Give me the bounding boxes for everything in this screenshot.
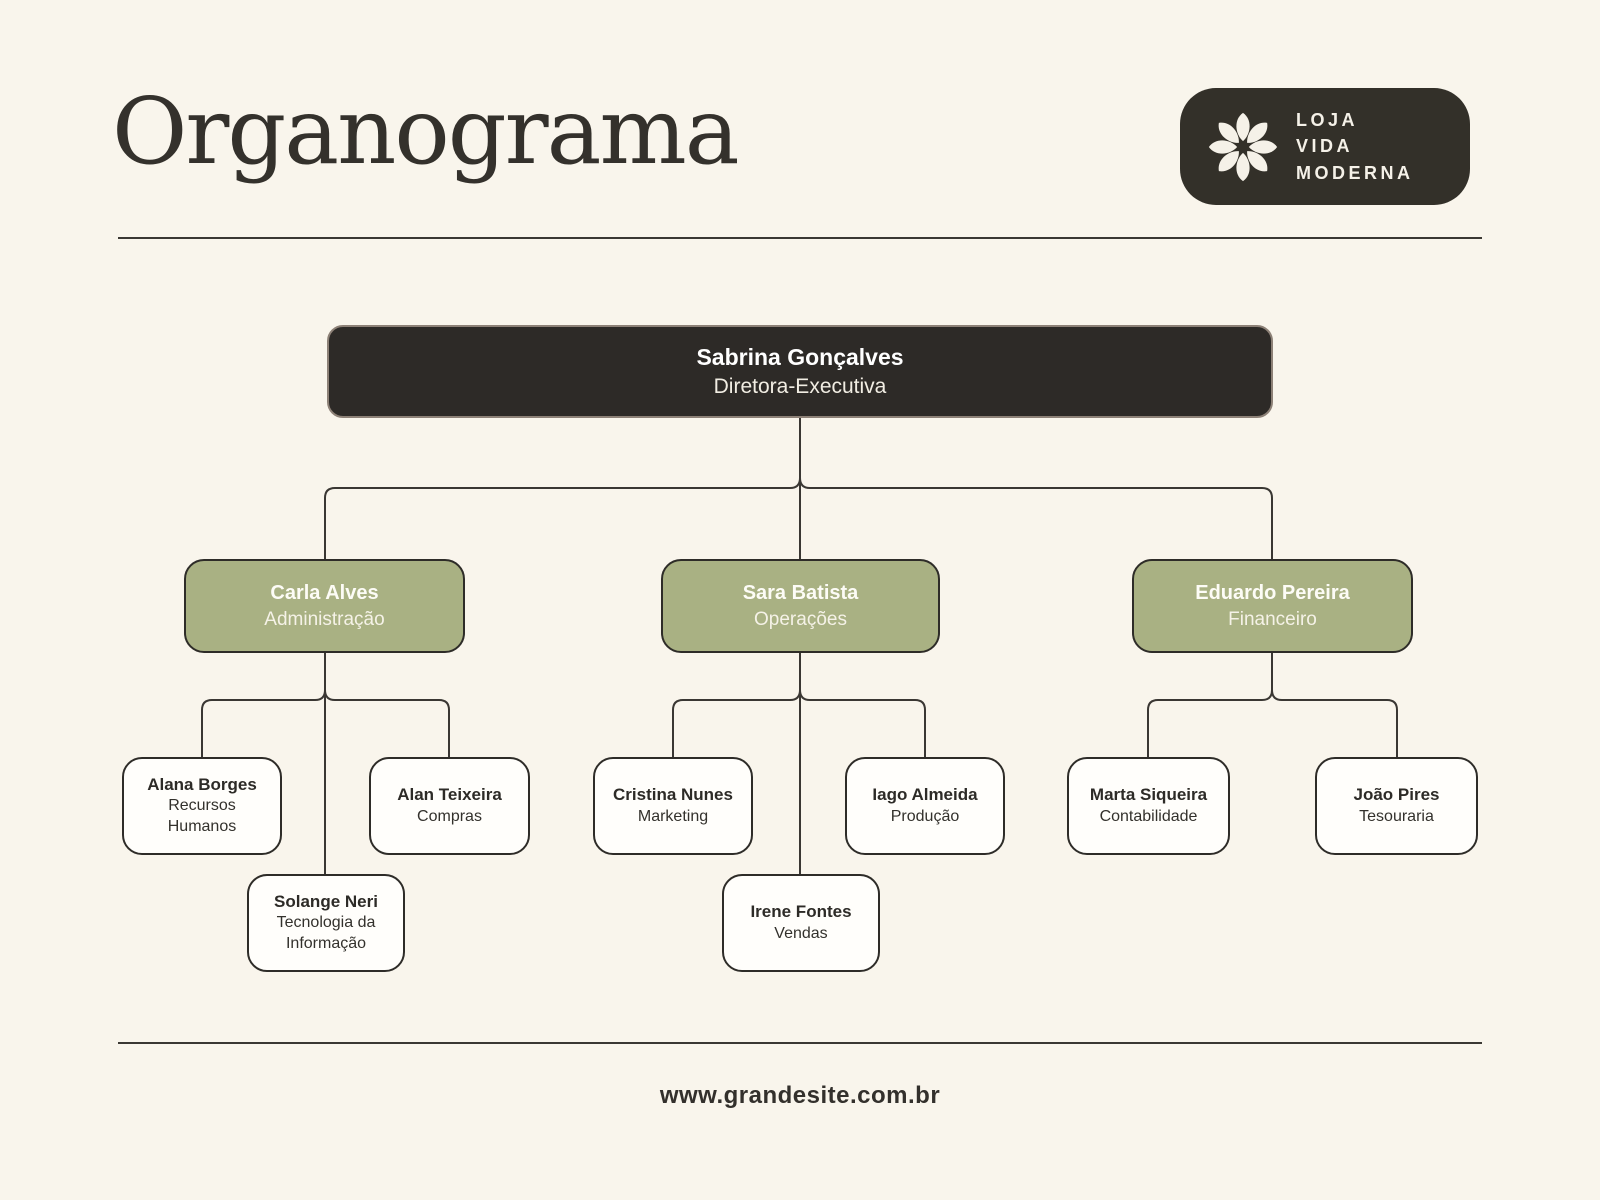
- org-node-alan-teixeira: Alan Teixeira Compras: [369, 757, 530, 855]
- person-name: Alan Teixeira: [397, 785, 502, 805]
- person-role: Marketing: [637, 807, 709, 825]
- person-name: Carla Alves: [270, 581, 379, 604]
- person-role: Produção: [890, 807, 960, 825]
- org-node-alana-borges: Alana Borges Recursos Humanos: [122, 757, 282, 855]
- org-node-marta-siqueira: Marta Siqueira Contabilidade: [1067, 757, 1230, 855]
- org-node-carla-alves: Carla Alves Administração: [184, 559, 465, 653]
- org-node-root: Sabrina Gonçalves Diretora-Executiva: [327, 325, 1273, 418]
- person-role: Contabilidade: [1099, 807, 1198, 825]
- connector-eduardo-to-joao: [1271, 689, 1398, 757]
- connector-root-to-carla: [324, 477, 801, 559]
- person-role: Recursos Humanos: [167, 797, 237, 836]
- connector-eduardo-to-marta: [1147, 689, 1273, 757]
- connector-sara-to-iago: [799, 689, 926, 757]
- connector-carla-to-alan: [324, 689, 450, 757]
- logo-line-2: VIDA: [1296, 136, 1354, 157]
- person-role: Administração: [264, 608, 385, 630]
- org-node-solange-neri: Solange Neri Tecnologia da Informação: [247, 874, 405, 972]
- top-divider: [118, 237, 1482, 239]
- person-name: Sara Batista: [742, 581, 859, 604]
- logo-line-1: LOJA: [1296, 110, 1359, 131]
- org-node-irene-fontes: Irene Fontes Vendas: [722, 874, 880, 972]
- flower-icon: [1208, 112, 1278, 181]
- person-name: Cristina Nunes: [613, 785, 733, 805]
- logo-wordmark: LOJA VIDA MODERNA: [1296, 107, 1414, 185]
- logo-line-3: MODERNA: [1296, 162, 1414, 183]
- person-name: Iago Almeida: [872, 785, 978, 805]
- person-name: Irene Fontes: [750, 902, 852, 922]
- person-name: João Pires: [1353, 785, 1440, 805]
- person-role: Vendas: [774, 924, 828, 942]
- person-role: Tesouraria: [1359, 807, 1434, 825]
- person-name: Sabrina Gonçalves: [696, 343, 904, 370]
- website-url: www.grandesite.com.br: [659, 1082, 941, 1109]
- person-role: Compras: [417, 807, 482, 825]
- person-role: Diretora-Executiva: [713, 374, 887, 398]
- org-node-eduardo-pereira: Eduardo Pereira Financeiro: [1132, 559, 1413, 653]
- bottom-divider: [118, 1042, 1482, 1044]
- person-role: Operações: [754, 608, 847, 630]
- person-name: Alana Borges: [147, 774, 257, 794]
- person-role: Financeiro: [1228, 608, 1317, 630]
- page-title: Organograma: [112, 78, 740, 185]
- org-node-iago-almeida: Iago Almeida Produção: [845, 757, 1005, 855]
- person-name: Solange Neri: [274, 891, 378, 911]
- org-node-cristina-nunes: Cristina Nunes Marketing: [593, 757, 753, 855]
- org-node-joao-pires: João Pires Tesouraria: [1315, 757, 1478, 855]
- person-role: Tecnologia da Informação: [276, 914, 376, 953]
- person-name: Eduardo Pereira: [1195, 581, 1350, 604]
- person-name: Marta Siqueira: [1089, 785, 1208, 805]
- connector-carla-to-alana: [201, 689, 326, 757]
- connector-sara-to-cristina: [672, 689, 801, 757]
- connector-root-to-eduardo: [799, 477, 1273, 559]
- company-logo: LOJA VIDA MODERNA: [1180, 88, 1470, 205]
- org-node-sara-batista: Sara Batista Operações: [661, 559, 940, 653]
